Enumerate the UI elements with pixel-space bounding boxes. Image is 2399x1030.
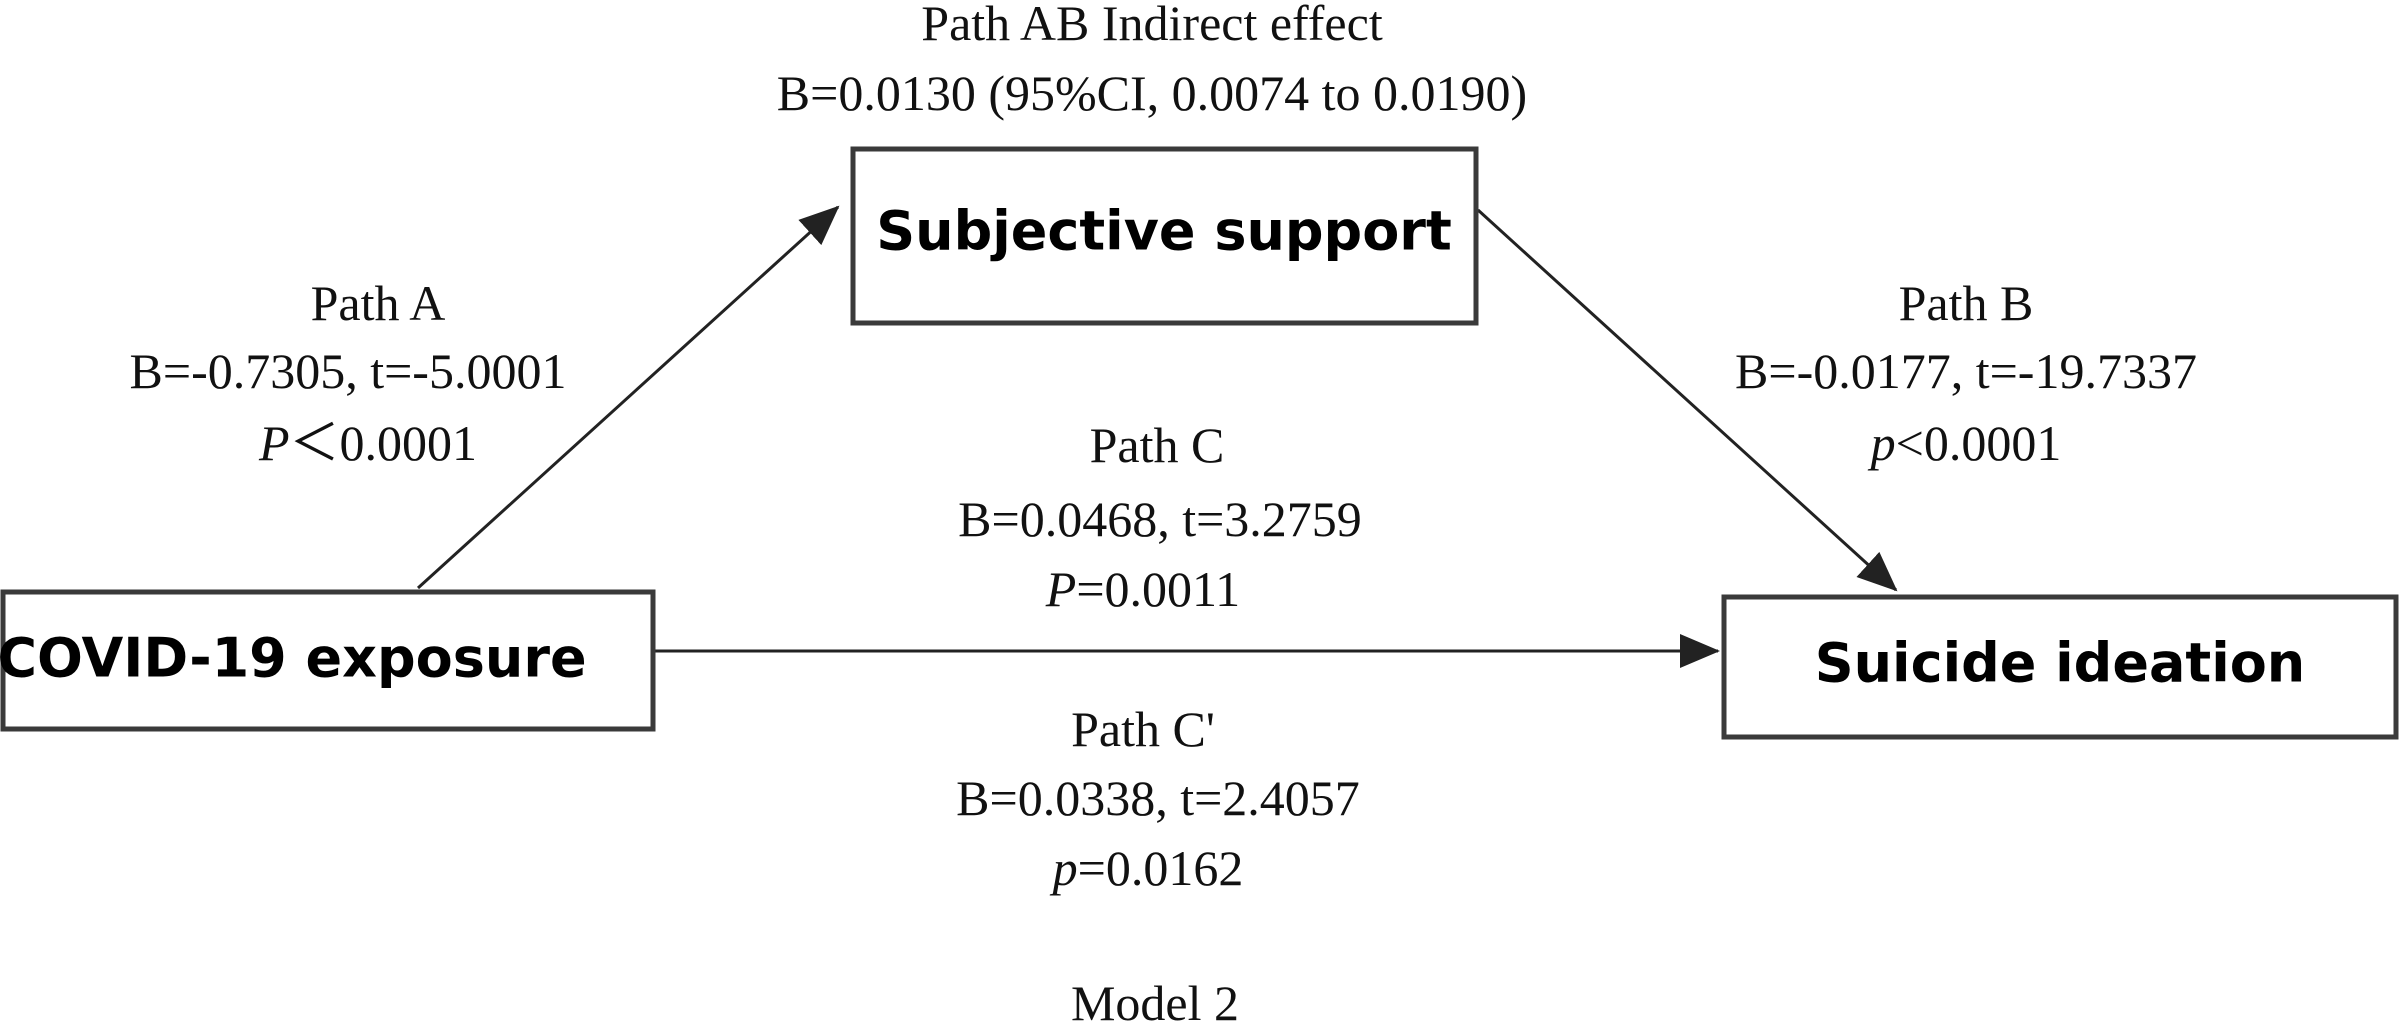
path-a-stats: B=-0.7305, t=-5.0001 (130, 343, 567, 399)
path-b-stats: B=-0.0177, t=-19.7337 (1735, 343, 2197, 399)
node-covid-exposure: COVID-19 exposure (0, 589, 656, 732)
path-b-title: Path B (1899, 275, 2034, 331)
path-c-prime-p: p=0.0162 (1050, 840, 1244, 896)
path-c-title: Path C (1090, 417, 1225, 473)
model-label: Model 2 (1071, 975, 1239, 1030)
path-a-label: Path A B=-0.7305, t=-5.0001 P＜0.0001 (130, 275, 567, 471)
node-subjective-support: Subjective support (850, 146, 1479, 326)
indirect-title: Path AB Indirect effect (921, 0, 1383, 51)
path-a-title: Path A (311, 275, 446, 331)
node-suicide-ideation: Suicide ideation (1721, 594, 2399, 740)
path-c-label: Path C B=0.0468, t=3.2759 P=0.0011 (958, 417, 1362, 617)
node-label-exposure: COVID-19 exposure (0, 627, 587, 690)
indirect-stats: B=0.0130 (95%CI, 0.0074 to 0.0190) (777, 65, 1527, 121)
node-label-outcome: Suicide ideation (1815, 632, 2306, 695)
indirect-effect-label: Path AB Indirect effect B=0.0130 (95%CI,… (777, 0, 1527, 121)
path-c-p: P=0.0011 (1045, 561, 1240, 617)
path-c-prime-title: Path C' (1071, 701, 1215, 757)
path-c-stats: B=0.0468, t=3.2759 (958, 491, 1362, 547)
path-b-arrow (1476, 208, 1898, 592)
path-b-label: Path B B=-0.0177, t=-19.7337 p<0.0001 (1735, 275, 2197, 471)
path-a-p: P＜0.0001 (258, 415, 477, 471)
node-label-mediator: Subjective support (876, 200, 1452, 263)
path-c-prime-stats: B=0.0338, t=2.4057 (956, 770, 1360, 826)
path-c-prime-label: Path C' B=0.0338, t=2.4057 p=0.0162 (956, 701, 1360, 896)
path-b-p: p<0.0001 (1868, 415, 2062, 471)
path-a-arrow (416, 205, 840, 590)
